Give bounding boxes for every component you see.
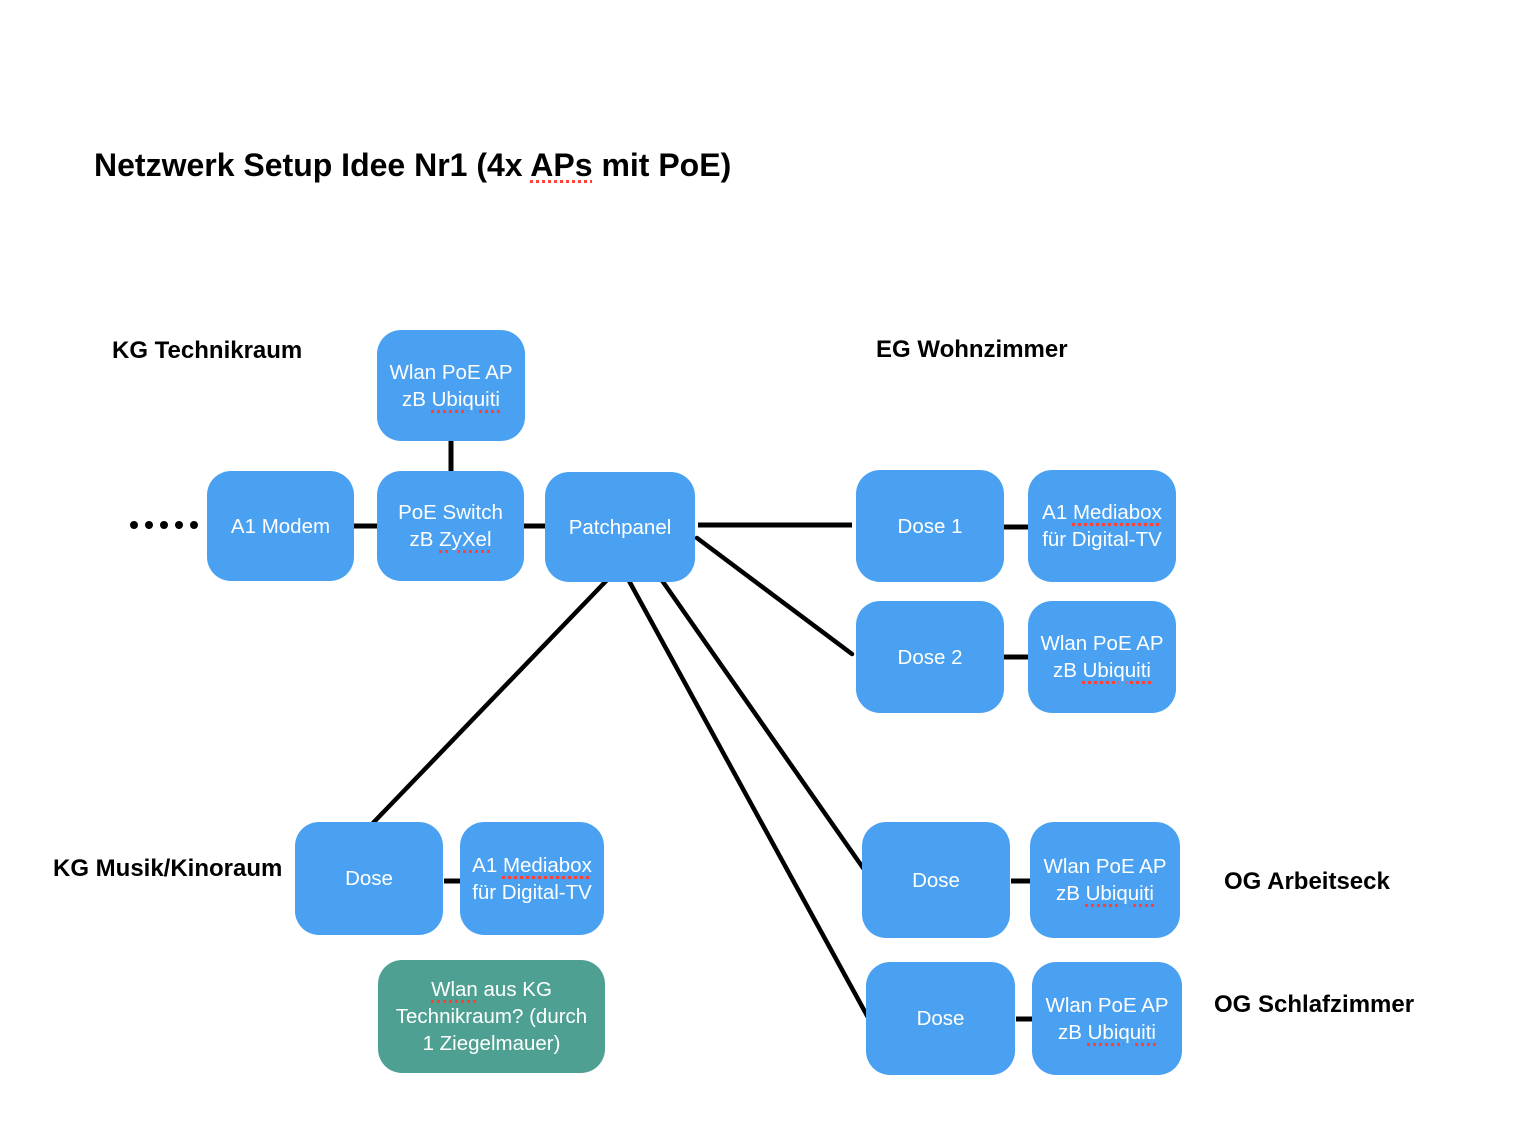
node-text-line: Wlan aus KG: [431, 976, 552, 1003]
edge-patchpanel-to-dose-og-schlafzimmer: [625, 576, 873, 1024]
node-text-line: A1 Mediabox: [472, 852, 592, 879]
node-text: A1: [1042, 501, 1073, 524]
node-wlan-note-kg: Wlan aus KG Technikraum? (durch 1 Ziegel…: [378, 960, 605, 1073]
dot-icon: [130, 521, 138, 529]
page-title-text-end: mit PoE): [592, 147, 732, 184]
node-text-line: für Digital-TV: [1042, 528, 1162, 551]
node-text: zB: [402, 387, 432, 411]
spellcheck-word: Ubiquiti: [1085, 882, 1154, 905]
edge-patchpanel-to-dose2: [694, 535, 855, 657]
node-text-line: zB Ubiquiti: [1056, 880, 1154, 907]
node-dose-kg-musik: Dose: [295, 822, 443, 935]
node-a1-mediabox-kg: A1 Mediabox für Digital-TV: [460, 822, 604, 935]
node-text-line: zB ZyXel: [409, 526, 491, 553]
node-text: zB: [409, 528, 440, 551]
node-patchpanel: Patchpanel: [545, 472, 695, 582]
label-og-arbeitseck: OG Arbeitseck: [1224, 868, 1390, 895]
node-text-line: Dose 2: [897, 645, 963, 669]
node-text-line: Dose 1: [897, 514, 963, 538]
node-text-line: Wlan PoE AP: [1040, 632, 1164, 655]
spellcheck-word: ZyXel: [439, 528, 492, 551]
node-text-line: Dose: [912, 868, 960, 892]
node-text-line: zB Ubiquiti: [402, 386, 500, 413]
node-text-line: Dose: [916, 1007, 965, 1030]
node-poe-switch: PoE Switch zB ZyXel: [377, 471, 524, 581]
node-text-line: PoE Switch: [398, 501, 503, 524]
page-title-spellcheck-word: APs: [530, 147, 593, 184]
node-dose-og-schlafzimmer: Dose: [866, 962, 1015, 1075]
node-text: zB: [1056, 882, 1086, 905]
node-text-line: Wlan PoE AP: [1043, 855, 1167, 878]
node-a1-mediabox-eg: A1 Mediabox für Digital-TV: [1028, 470, 1176, 582]
spellcheck-word: Wlan: [431, 978, 478, 1001]
edge-patchpanel-to-dose-kg: [370, 576, 611, 826]
node-dose-2: Dose 2: [856, 601, 1004, 713]
node-dose-1: Dose 1: [856, 470, 1004, 582]
node-text-line: zB Ubiquiti: [1053, 657, 1151, 684]
page-title-text: Netzwerk Setup Idee Nr1 (4x: [94, 147, 531, 184]
spellcheck-word: Ubiquiti: [431, 387, 500, 411]
node-wlan-poe-ap-og-arbeitseck: Wlan PoE AP zB Ubiquiti: [1030, 822, 1180, 938]
node-text-line: A1 Modem: [230, 514, 331, 538]
node-wlan-poe-ap-eg: Wlan PoE AP zB Ubiquiti: [1028, 601, 1176, 713]
node-text-line: für Digital-TV: [472, 880, 592, 904]
spellcheck-word: Mediabox: [1072, 501, 1162, 524]
dot-icon: [160, 521, 168, 529]
node-text-line: zB Ubiquiti: [1058, 1019, 1156, 1046]
node-text-line: Wlan PoE AP: [389, 360, 513, 384]
node-text-line: Technikraum? (durch: [395, 1005, 588, 1028]
node-text: zB: [1053, 659, 1083, 682]
label-kg-technikraum: KG Technikraum: [112, 337, 303, 364]
spellcheck-word: Mediabox: [502, 853, 592, 877]
label-kg-musik-kinoraum: KG Musik/Kinoraum: [53, 855, 283, 882]
node-text-line: Wlan PoE AP: [1045, 993, 1169, 1017]
node-text: A1: [472, 853, 503, 877]
label-eg-wohnzimmer: EG Wohnzimmer: [876, 336, 1068, 363]
dot-icon: [175, 521, 183, 529]
node-text: zB: [1058, 1020, 1088, 1044]
node-dose-og-arbeitseck: Dose: [862, 822, 1010, 938]
node-text-line: A1 Mediabox: [1042, 499, 1162, 526]
external-uplink-dots: [130, 521, 198, 529]
edge-patchpanel-to-dose-og-arbeitseck: [658, 576, 871, 878]
node-text: aus KG: [477, 978, 552, 1001]
node-text-line: 1 Ziegelmauer): [422, 1032, 561, 1055]
label-og-schlafzimmer: OG Schlafzimmer: [1214, 991, 1415, 1018]
dot-icon: [190, 521, 198, 529]
node-wlan-poe-ap-og-schlafzimmer: Wlan PoE AP zB Ubiquiti: [1032, 962, 1182, 1075]
dot-icon: [145, 521, 153, 529]
node-a1-modem: A1 Modem: [207, 471, 354, 581]
node-text-line: Dose: [345, 867, 393, 890]
node-text-line: Patchpanel: [568, 515, 672, 539]
spellcheck-word: Ubiquiti: [1082, 659, 1151, 682]
node-wlan-poe-ap-kg: Wlan PoE AP zB Ubiquiti: [377, 330, 525, 441]
spellcheck-word: Ubiquiti: [1087, 1020, 1156, 1044]
page-title: Netzwerk Setup Idee Nr1 (4x APs mit PoE): [94, 147, 731, 184]
